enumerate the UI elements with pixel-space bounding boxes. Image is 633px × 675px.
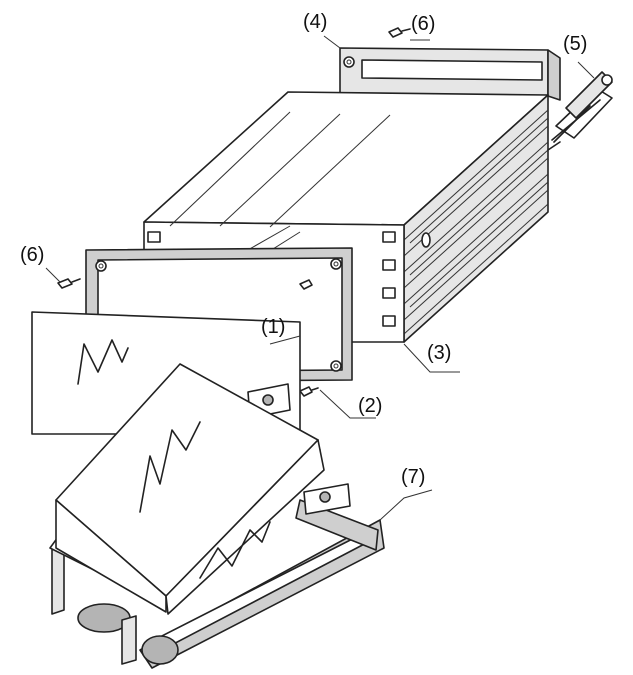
label-4: (4) — [303, 11, 328, 33]
label-3: (3) — [427, 342, 452, 364]
label-6-top: (6) — [411, 13, 436, 35]
label-7: (7) — [401, 466, 426, 488]
label-6-left: (6) — [20, 244, 45, 266]
rear-frame-4 — [339, 47, 561, 101]
connector-5 — [547, 71, 613, 151]
leader-lines — [45, 35, 595, 521]
screw-6-left — [57, 278, 81, 289]
screw-6-top — [388, 27, 411, 38]
label-1: (1) — [261, 316, 286, 338]
screw-right-mid — [299, 279, 313, 290]
label-2: (2) — [358, 395, 383, 417]
screw-lower — [299, 386, 319, 397]
enclosure-7 — [49, 363, 385, 669]
label-5: (5) — [563, 33, 588, 55]
